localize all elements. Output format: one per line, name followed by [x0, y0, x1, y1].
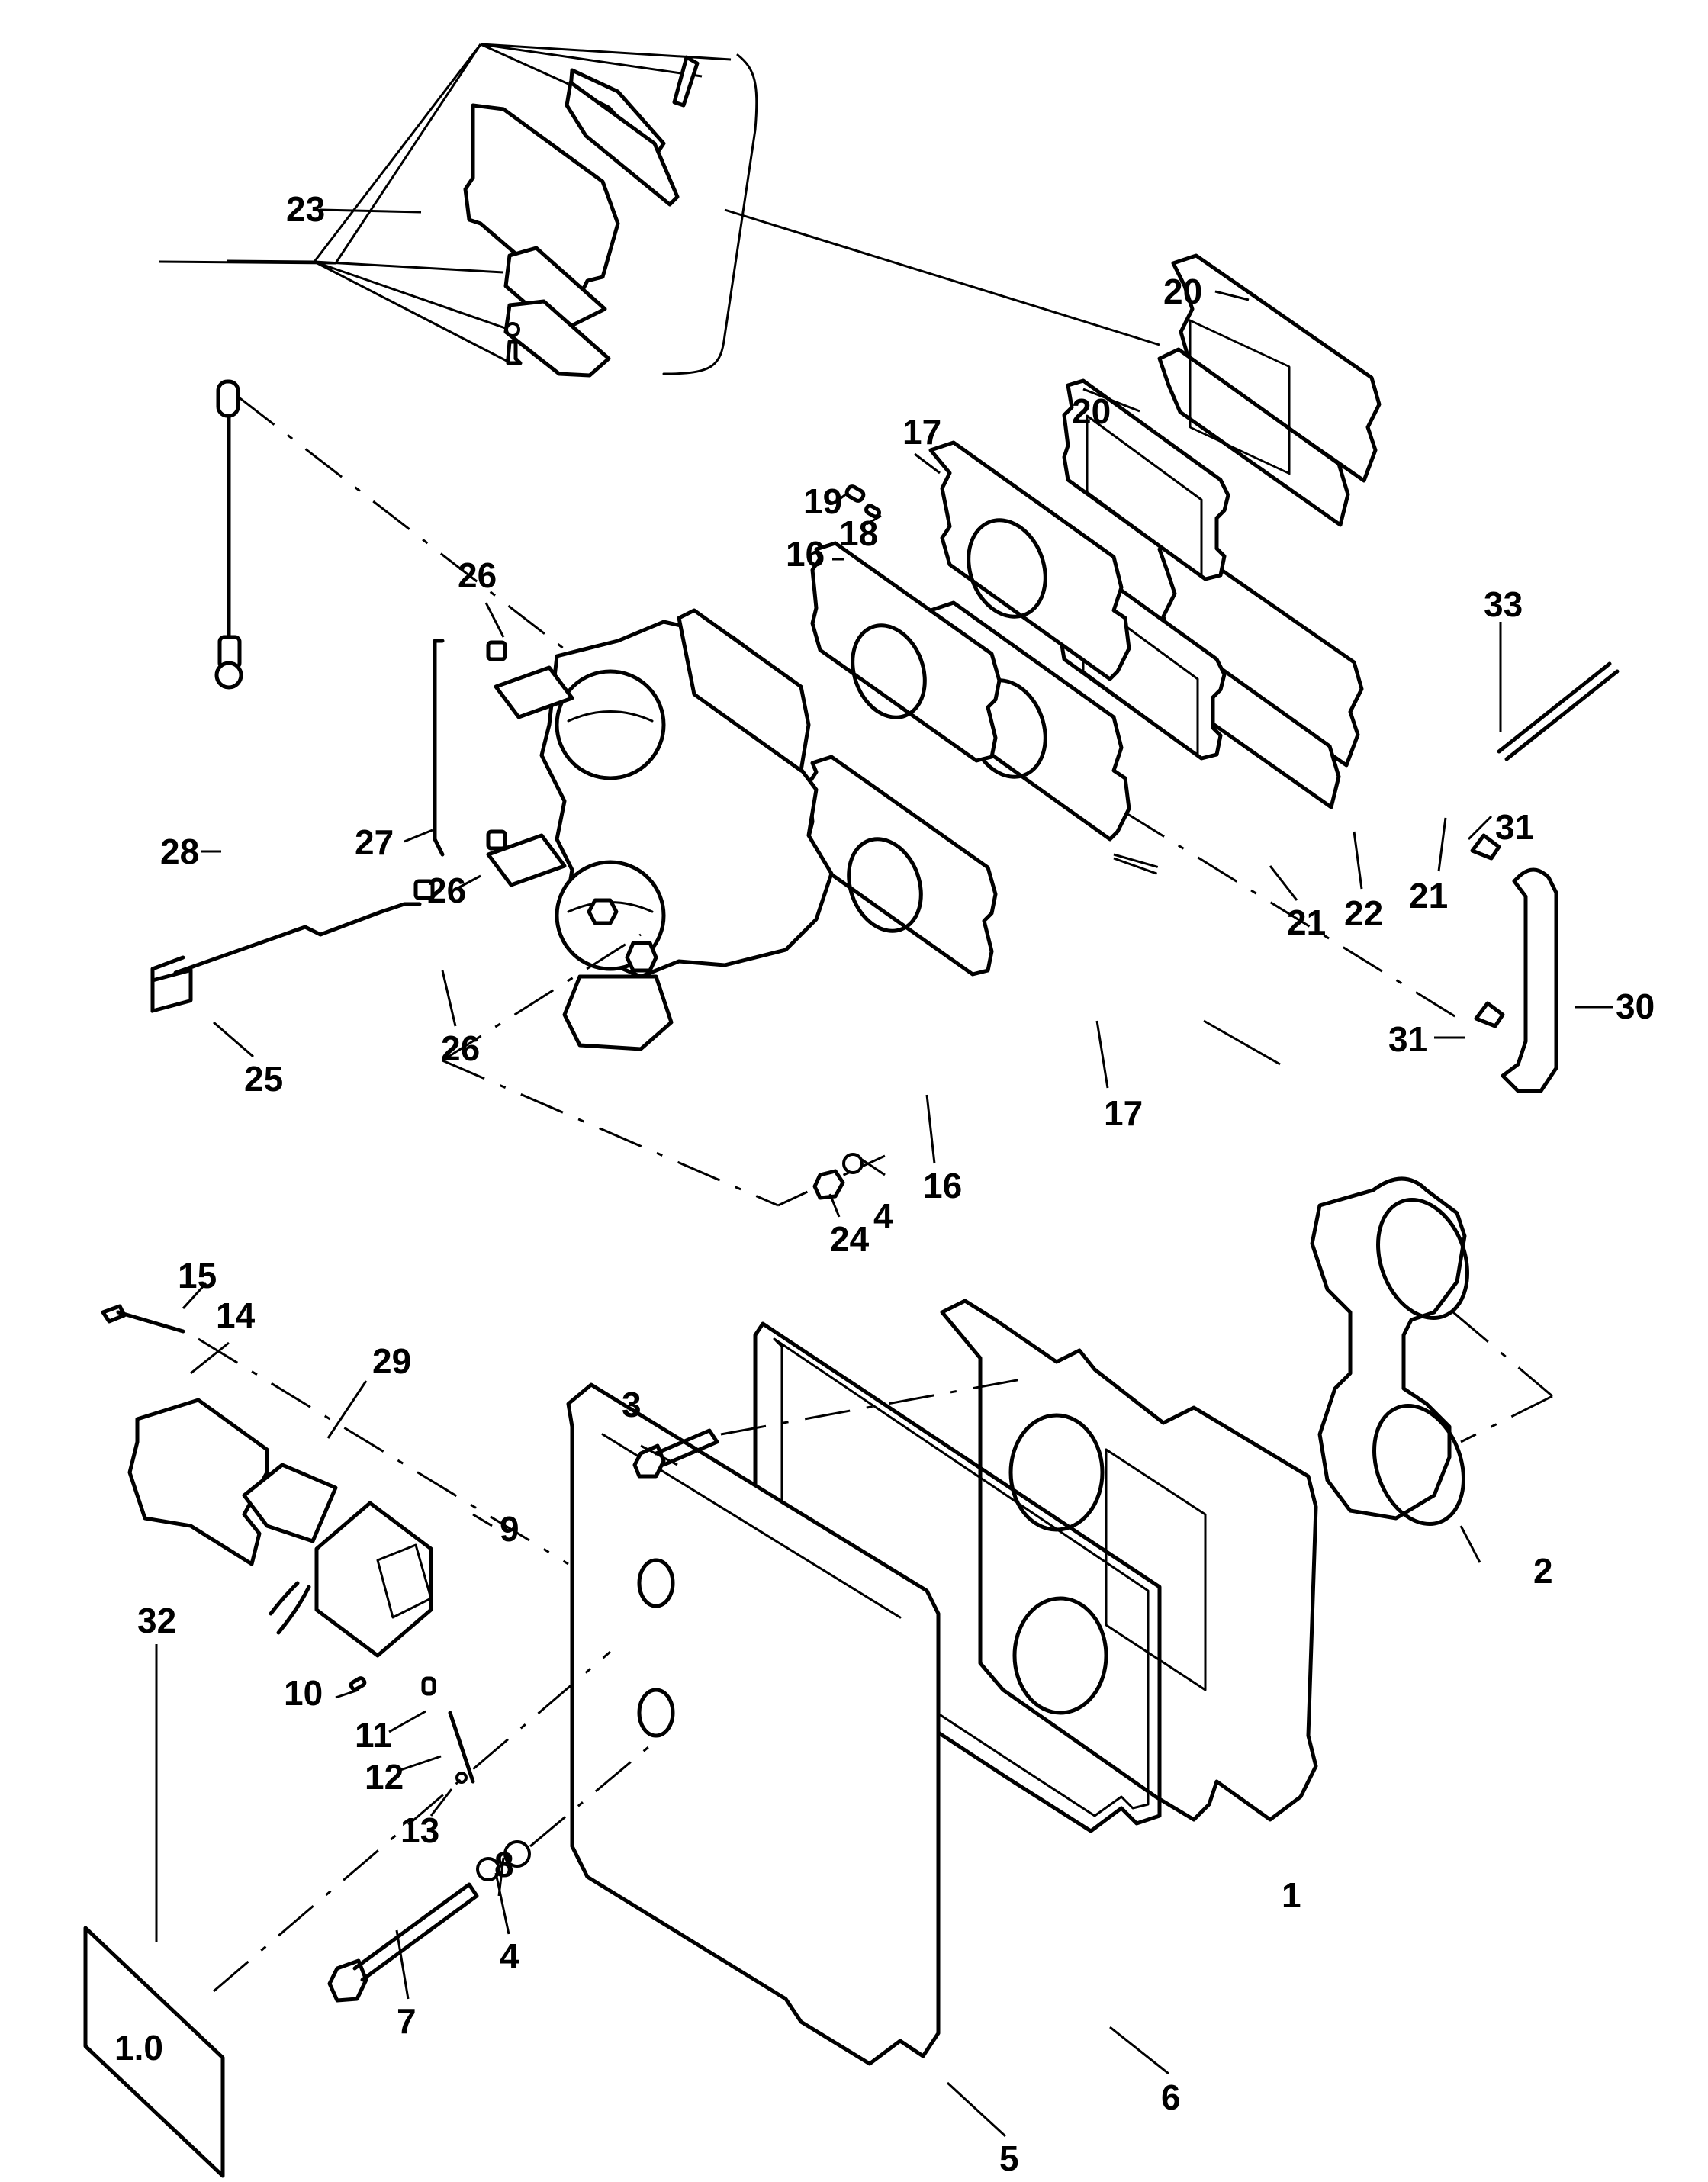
link-rod [214, 379, 619, 692]
callout-31-bottom: 31 [1388, 1019, 1427, 1059]
plunger-11 [421, 1676, 436, 1696]
callout-2: 2 [1533, 1551, 1553, 1591]
washer-4-bottom [476, 1857, 500, 1881]
reed-block-upper [1157, 253, 1382, 527]
cover-5 [566, 1382, 941, 2066]
manifold-gasket-2 [1310, 1176, 1469, 1526]
link-clip-26-low [413, 879, 435, 900]
solenoid-wire-2 [276, 1585, 311, 1635]
callout-10: 10 [284, 1673, 323, 1713]
callout-32: 32 [137, 1601, 176, 1640]
reed-kit-bracket [158, 43, 1160, 375]
callout-23: 23 [286, 189, 325, 229]
callout-labels: 1 2 3 4 4 5 6 7 8 9 10 11 12 13 14 15 16… [137, 189, 1655, 2178]
stud-33 [1497, 661, 1612, 754]
callout-26-mid: 26 [427, 871, 466, 910]
washer-4-top [842, 1153, 864, 1174]
callout-30: 30 [1616, 986, 1655, 1026]
callout-21-right: 21 [1409, 876, 1448, 916]
callout-17-bottom: 17 [1104, 1093, 1143, 1133]
washer-reed [505, 322, 520, 337]
reed-kit-brace [662, 53, 758, 375]
callout-33: 33 [1484, 584, 1523, 624]
callout-18: 18 [839, 513, 878, 553]
choke-solenoid-plunger [494, 665, 574, 719]
screw-reed-top [672, 55, 700, 108]
leader-lines [155, 208, 1613, 2138]
callout-22: 22 [1344, 893, 1383, 933]
callout-9: 9 [500, 1509, 519, 1549]
clamp-31-top [1470, 833, 1501, 861]
callout-1: 1 [1282, 1875, 1301, 1915]
gasket-20-lower [1062, 378, 1230, 581]
callout-16-bottom: 16 [923, 1166, 962, 1205]
gasket-16-upper [810, 541, 1002, 763]
adapter-plate-upper [928, 440, 1131, 681]
reed-plate-top [565, 80, 680, 207]
callout-16-top: 16 [786, 534, 825, 574]
callout-27: 27 [355, 822, 394, 862]
dowel-pin-19 [844, 484, 866, 503]
washer-8 [503, 1840, 531, 1868]
callout-5: 5 [999, 2139, 1019, 2178]
callout-13: 13 [400, 1810, 439, 1850]
decal-32: 1.0 [83, 1926, 225, 2178]
solenoid-9 [314, 1501, 433, 1658]
callout-26-top: 26 [458, 555, 497, 595]
intake-manifold-1 [940, 1299, 1318, 1822]
solenoid-wire-1 [269, 1581, 300, 1616]
callout-14: 14 [216, 1295, 256, 1335]
callout-26-low: 26 [441, 1028, 480, 1068]
solenoid-bracket-14 [127, 1398, 269, 1566]
callout-8: 8 [494, 1845, 514, 1884]
nut-carb-bottom [625, 941, 658, 973]
link-rod-27 [433, 639, 445, 857]
callout-15: 15 [178, 1256, 217, 1295]
decal-text: 1.0 [114, 2028, 163, 2068]
callout-19: 19 [803, 481, 842, 521]
callout-3: 3 [622, 1385, 642, 1424]
carburetor-assembly [442, 608, 1168, 1207]
callout-28: 28 [160, 832, 199, 871]
callout-11: 11 [355, 1715, 392, 1755]
callout-17-top: 17 [902, 412, 941, 452]
callout-24: 24 [830, 1219, 870, 1259]
callout-31-top: 31 [1495, 807, 1534, 847]
reed-block-gasket-kit [463, 55, 700, 378]
callout-6: 6 [1161, 2077, 1181, 2117]
pin-18 [864, 504, 881, 519]
callout-20-mid: 20 [1072, 391, 1111, 431]
callout-7: 7 [397, 2001, 417, 2041]
hose-30 [1501, 867, 1558, 1093]
clamp-31-bottom [1474, 1001, 1505, 1028]
insulator-29 [242, 1463, 338, 1543]
nut-carb-mid [587, 898, 619, 925]
bolt-7 [327, 1882, 479, 2003]
callout-4-top: 4 [873, 1196, 893, 1236]
screw-reed-bottom [506, 340, 523, 365]
throttle-link-25 [150, 902, 422, 1013]
pin-10 [349, 1676, 367, 1691]
gasket-16-lower [806, 755, 998, 977]
callout-4-bottom: 4 [500, 1936, 519, 1976]
link-clip-26-top [486, 640, 507, 661]
nut-24 [812, 1169, 845, 1200]
reed-petal [503, 246, 607, 334]
callout-21-mid: 21 [1287, 903, 1326, 942]
callout-20-top: 20 [1163, 272, 1202, 311]
callout-12: 12 [365, 1757, 404, 1797]
spring-12 [448, 1711, 475, 1784]
throttle-lever [486, 833, 567, 887]
callout-29: 29 [372, 1341, 411, 1381]
link-clip-26-mid [486, 829, 507, 851]
callout-25: 25 [244, 1059, 283, 1099]
